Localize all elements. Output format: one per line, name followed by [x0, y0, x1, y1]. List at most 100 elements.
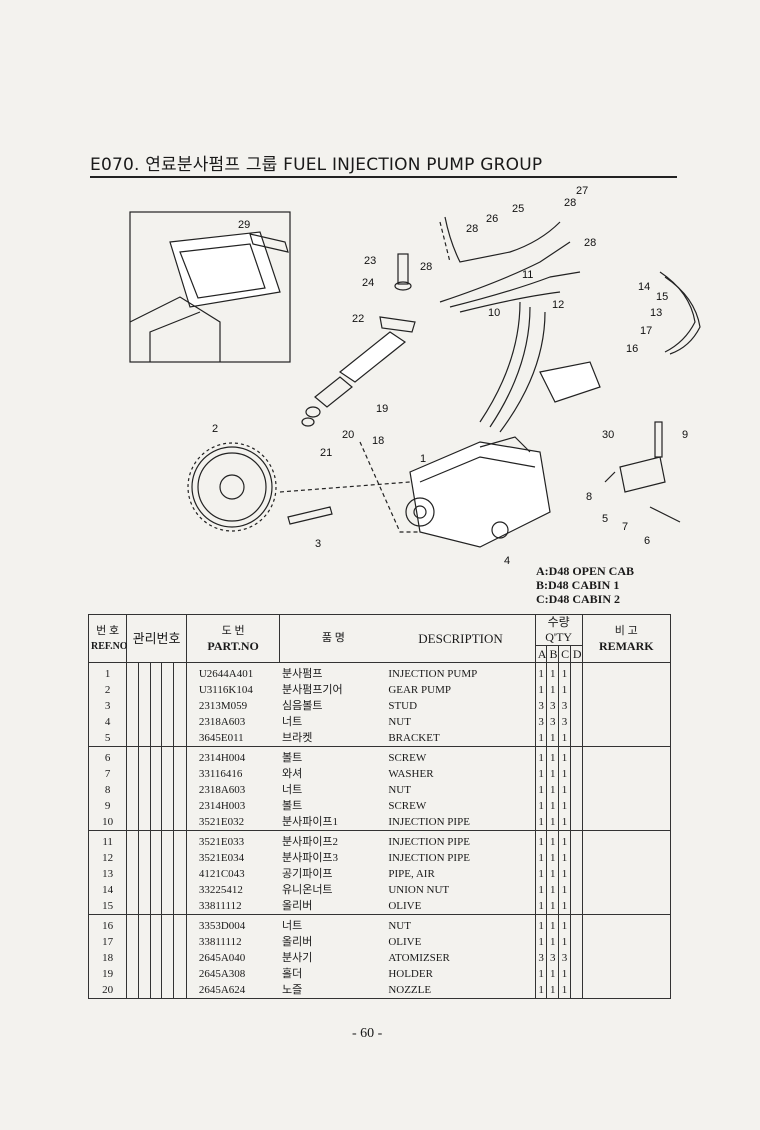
header-description: DESCRIPTION [386, 614, 536, 663]
ref-cell: 15 [87, 898, 128, 915]
mgmt-cell [173, 934, 187, 950]
name-kor-cell: 볼트 [281, 751, 303, 764]
qty-a-cell: 1 [534, 798, 547, 814]
mgmt-cell [149, 898, 162, 915]
mgmt-cell [173, 950, 187, 966]
mgmt-cell [161, 882, 174, 898]
header-qty-d: D [569, 645, 583, 663]
mgmt-cell [161, 698, 174, 714]
mgmt-cell [149, 914, 162, 934]
mgmt-cell [173, 814, 187, 831]
callout-13: 13 [650, 307, 662, 319]
qty-c-cell: 1 [558, 934, 571, 950]
qty-b-cell: 1 [546, 866, 559, 882]
mgmt-cell [126, 798, 139, 814]
name-kor-cell: 분사파이프2 [281, 835, 339, 848]
qty-a-cell: 3 [534, 714, 547, 730]
header-qty-a: A [534, 645, 548, 663]
qty-a-cell: 1 [534, 746, 547, 766]
mgmt-cell [149, 814, 162, 831]
mgmt-cell [173, 682, 187, 698]
qty-a-cell: 1 [534, 782, 547, 798]
callout-7: 7 [622, 521, 628, 533]
name-kor-cell: 너트 [281, 919, 303, 932]
name-kor-cell: 분사펌프 [281, 667, 323, 680]
mgmt-cell [137, 830, 151, 850]
remark-cell [581, 798, 672, 814]
qty-c-cell: 1 [558, 850, 571, 866]
mgmt-cell [173, 698, 187, 714]
description-cell: NUT [388, 715, 411, 728]
ref-cell: 10 [87, 814, 128, 831]
part-no-cell: U3116K104 [185, 682, 280, 698]
mgmt-cell [173, 966, 187, 982]
mgmt-cell [126, 682, 139, 698]
qty-c-cell: 1 [558, 746, 571, 766]
mgmt-cell [173, 730, 187, 747]
qty-c-cell: 1 [558, 766, 571, 782]
qty-a-cell: 1 [534, 682, 547, 698]
mgmt-cell [173, 898, 187, 915]
qty-c-cell: 1 [558, 730, 571, 747]
callout-1: 1 [420, 453, 426, 465]
qty-c-cell: 1 [558, 866, 571, 882]
page-number: - 60 - [352, 1026, 383, 1041]
name-kor-cell: 홀더 [281, 967, 303, 980]
qty-d-cell [569, 766, 583, 782]
qty-a-cell: 1 [534, 866, 547, 882]
qty-b-cell: 1 [546, 682, 559, 698]
mgmt-cell [126, 850, 139, 866]
mgmt-cell [161, 934, 174, 950]
qty-b-cell: 3 [546, 950, 559, 966]
part-no-cell: 3645E011 [185, 730, 280, 747]
mgmt-cell [137, 682, 151, 698]
qty-b-cell: 1 [546, 914, 559, 934]
callout-10: 10 [488, 307, 500, 319]
callout-12: 12 [552, 299, 564, 311]
mgmt-cell [137, 698, 151, 714]
part-no-cell: 3521E034 [185, 850, 280, 866]
ref-cell: 6 [87, 746, 128, 766]
header-ref: 번 호 REF.NO [87, 614, 128, 663]
header-qty-c: C [558, 645, 571, 663]
callout-5: 5 [602, 513, 608, 525]
qty-d-cell [569, 898, 583, 915]
callout-21: 21 [320, 447, 332, 459]
ref-cell: 13 [87, 866, 128, 882]
qty-a-cell: 1 [534, 914, 547, 934]
callout-27: 27 [576, 185, 588, 197]
callout-17: 17 [640, 325, 652, 337]
description-cell: SCREW [388, 799, 427, 812]
qty-c-cell: 1 [558, 782, 571, 798]
description-cell: OLIVE [388, 935, 422, 948]
mgmt-cell [137, 934, 151, 950]
ref-cell: 16 [87, 914, 128, 934]
qty-a-cell: 1 [534, 662, 547, 682]
name-kor-cell: 노즐 [279, 982, 387, 999]
mgmt-cell [137, 730, 151, 747]
qty-b-cell: 1 [546, 662, 559, 682]
header-mgmt-no: 관리번호 [126, 614, 187, 663]
variant-a: A:D48 OPEN CAB [536, 564, 634, 578]
remark-cell [581, 914, 672, 934]
description-cell: WASHER [388, 767, 434, 780]
callout-6: 6 [644, 535, 650, 547]
remark-cell [581, 850, 672, 866]
mgmt-cell [126, 866, 139, 882]
part-no-cell: 33811112 [185, 934, 280, 950]
callout-8: 8 [586, 491, 592, 503]
page-title: E070. 연료분사펌프 그룹 FUEL INJECTION PUMP GROU… [90, 155, 543, 175]
part-no-cell: 33811112 [185, 898, 280, 915]
mgmt-cell [161, 866, 174, 882]
mgmt-cell [126, 982, 139, 999]
qty-a-cell: 1 [534, 898, 547, 915]
mgmt-cell [126, 934, 139, 950]
